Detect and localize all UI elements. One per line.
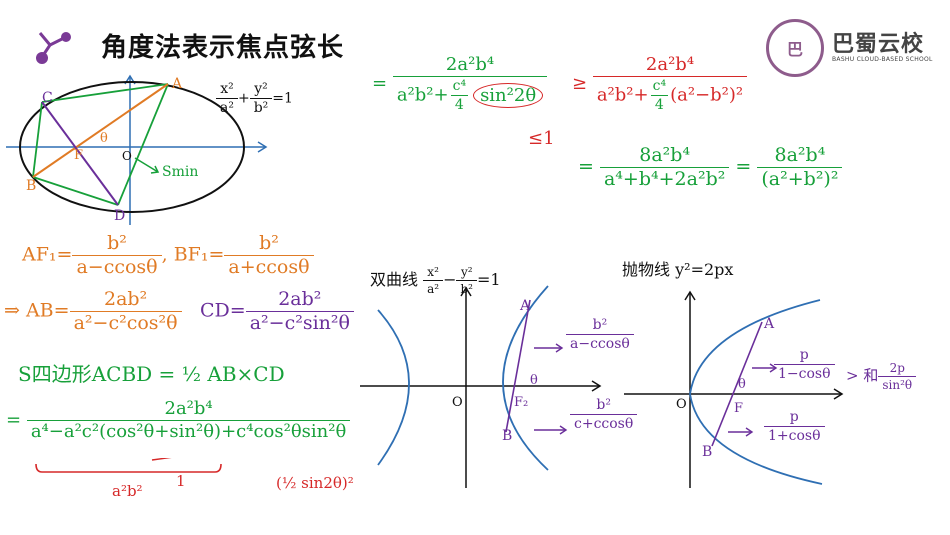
parabola-label-b: B (702, 444, 712, 460)
hyperbola-label-o: O (452, 395, 463, 410)
page-title: 角度法表示焦点弦长 (101, 33, 345, 63)
ellipse-label-smin: Smin (162, 164, 198, 180)
note-half-sin: (½ sin2θ)² (276, 474, 354, 492)
parabola-label-a: A (763, 316, 775, 332)
le-one-note: ≤1 (528, 128, 555, 149)
hyperbola-label-theta: θ (530, 373, 538, 388)
school-subtitle: BASHU CLOUD-BASED SCHOOL (832, 56, 933, 63)
ellipse-label-b: B (26, 178, 36, 194)
ellipse-label-o: O (122, 149, 132, 163)
sin2theta-circled: sin²2θ (473, 82, 544, 108)
ellipse-label-a: A (171, 76, 183, 92)
school-logo-icon: 巴 (766, 19, 824, 77)
ellipse-label-c: C (42, 90, 53, 106)
simplify-brackets (35, 458, 222, 473)
hyperbola-diagram: A B F₂ O θ (360, 285, 602, 488)
ellipse-label-theta: θ (100, 131, 108, 146)
bullet-icon (36, 32, 71, 64)
ellipse-label-d: D (114, 208, 125, 224)
note-one: 1 (176, 472, 186, 490)
parabola-label-theta: θ (738, 377, 746, 392)
hyperbola-label-f: F₂ (514, 395, 528, 410)
parabola-label-o: O (676, 397, 687, 412)
school-name: 巴蜀云校 (832, 31, 925, 57)
note-a2b2: a²b² (112, 482, 143, 500)
parabola-diagram: A B F O θ (624, 290, 844, 488)
logo-mark: 巴 (786, 40, 803, 59)
ellipse-label-f: F (74, 148, 83, 163)
hyperbola-label-a: A (519, 298, 531, 314)
hyperbola-label-b: B (502, 428, 512, 444)
ellipse-diagram: A C B D F O θ Smin (6, 74, 268, 225)
parabola-label-f: F (734, 401, 743, 416)
area-formula: S四边形ACBD = ½ AB×CD (18, 362, 285, 386)
parabola-title: 抛物线 y²=2px (622, 260, 734, 279)
